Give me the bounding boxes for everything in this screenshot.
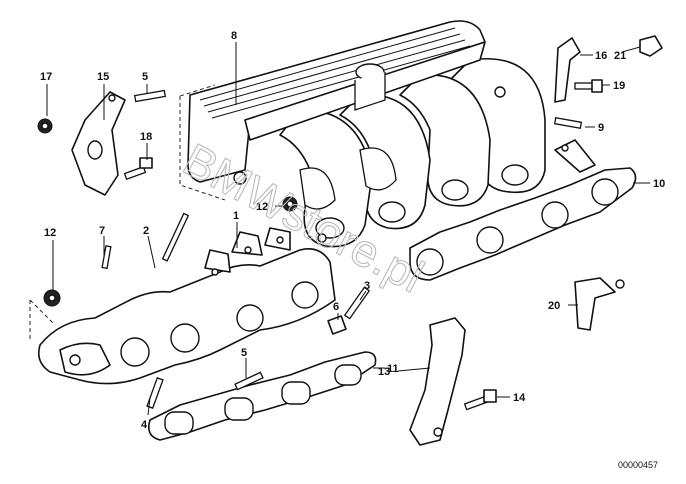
callout-5-top: 5 xyxy=(142,71,148,83)
callout-16: 16 xyxy=(595,50,607,62)
callout-18: 18 xyxy=(140,131,152,143)
callout-14: 14 xyxy=(513,392,526,404)
fasteners xyxy=(37,79,625,411)
callout-labels: 8 17 15 5 18 16 21 19 9 10 12 1 2 7 12 6… xyxy=(40,30,665,431)
callout-3: 3 xyxy=(364,280,370,292)
callout-10: 10 xyxy=(653,178,665,190)
assembly-outline xyxy=(179,84,226,201)
callout-6: 6 xyxy=(333,301,339,313)
callout-17: 17 xyxy=(40,71,52,83)
callout-11: 11 xyxy=(387,363,399,375)
callout-20: 20 xyxy=(548,300,560,312)
intake-manifold xyxy=(187,20,546,248)
exhaust-gasket xyxy=(147,351,377,441)
callout-15: 15 xyxy=(97,71,109,83)
callout-12-top: 12 xyxy=(256,201,268,213)
callout-21: 21 xyxy=(614,50,626,62)
callout-7: 7 xyxy=(99,225,105,237)
callout-1: 1 xyxy=(233,210,239,222)
bracket-16 xyxy=(554,37,581,103)
leader-lines xyxy=(46,42,650,416)
clip-21 xyxy=(639,35,663,57)
callout-2: 2 xyxy=(143,225,149,237)
callout-13: 13 xyxy=(378,366,390,378)
intake-gasket xyxy=(409,139,637,281)
callout-5-bottom: 5 xyxy=(241,347,247,359)
exhaust-manifold xyxy=(37,227,336,385)
callout-8: 8 xyxy=(231,30,237,42)
exhaust-assembly-outline xyxy=(29,299,56,340)
callout-19: 19 xyxy=(613,80,625,92)
support-bracket xyxy=(409,317,466,446)
callout-12-left: 12 xyxy=(44,227,56,239)
bracket-20 xyxy=(574,277,616,331)
callout-4: 4 xyxy=(141,419,148,431)
callout-9: 9 xyxy=(598,122,604,134)
drawing-number: 00000457 xyxy=(618,460,658,470)
